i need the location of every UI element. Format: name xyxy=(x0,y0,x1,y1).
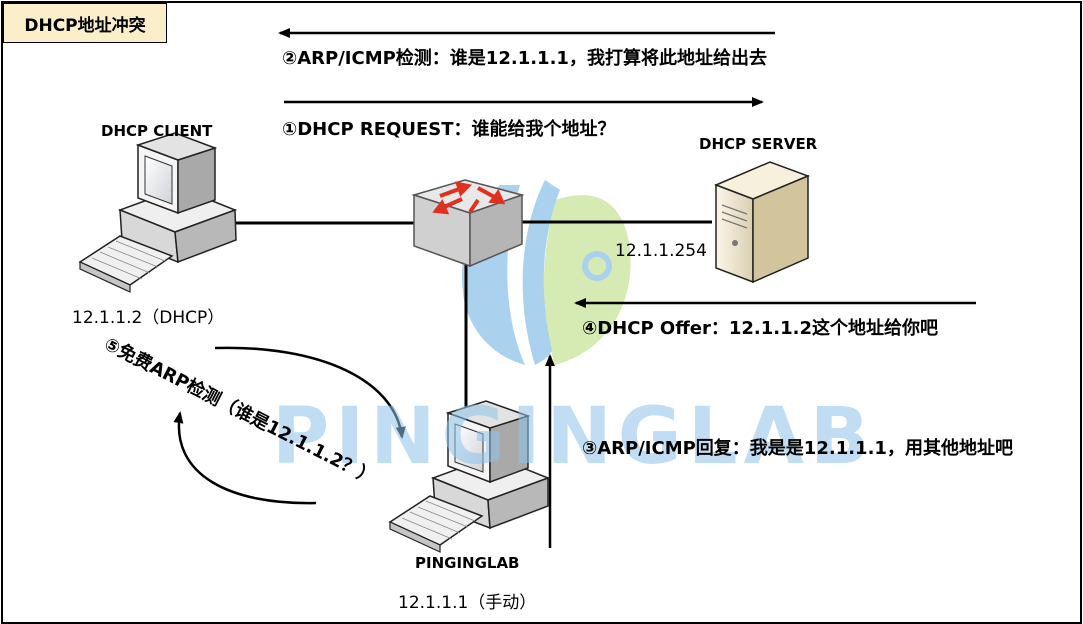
arrow-step-5-down xyxy=(214,346,406,439)
pinginglab-computer-icon xyxy=(388,400,551,553)
step-1-label: ①DHCP REQUEST：谁能给我个地址？ xyxy=(282,119,616,140)
diagram-title: DHCP地址冲突 xyxy=(3,3,167,43)
watermark-text: PINGINGLAB xyxy=(272,392,876,482)
step-2-label: ②ARP/ICMP检测：谁是12.1.1.1，我打算将此地址给出去 xyxy=(282,48,767,69)
client-ip: 12.1.1.2（DHCP） xyxy=(72,308,225,328)
arrow-step-5-up xyxy=(173,411,317,505)
server-name: DHCP SERVER xyxy=(699,135,818,153)
server-ip: 12.1.1.254 xyxy=(615,241,707,261)
switch-icon xyxy=(411,179,525,268)
client-computer-icon xyxy=(78,132,238,293)
step-4-label: ④DHCP Offer：12.1.1.2这个地址给你吧 xyxy=(582,318,939,339)
client-name: DHCP CLIENT xyxy=(101,122,213,140)
step-3-label: ③ARP/ICMP回复：我是是12.1.1.1，用其他地址吧 xyxy=(582,438,1013,459)
server-icon xyxy=(713,161,811,284)
pinginglab-ip: 12.1.1.1（手动） xyxy=(398,593,537,613)
pinginglab-name: PINGINGLAB xyxy=(415,554,520,572)
